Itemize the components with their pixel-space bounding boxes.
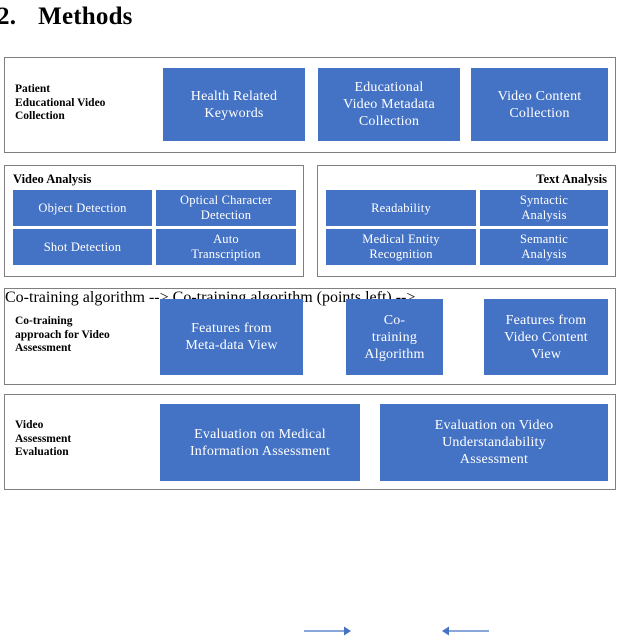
process-box-evaluation-on-video-understandability-assessment[interactable]: Evaluation on Video Understandability As… (380, 404, 608, 481)
panel-title-video-analysis: Video Analysis (13, 172, 92, 186)
process-box-object-detection[interactable]: Object Detection (13, 190, 152, 226)
process-box-semantic-analysis[interactable]: Semantic Analysis (480, 229, 608, 265)
panel-video-analysis: Video Analysis Object Detection Optical … (4, 165, 304, 277)
process-box-evaluation-on-medical-information-assessment[interactable]: Evaluation on Medical Information Assess… (160, 404, 360, 481)
section-title-text: Methods (38, 3, 133, 30)
process-box-syntactic-analysis[interactable]: Syntactic Analysis (480, 190, 608, 226)
arrow-metadata-to-algorithm (304, 626, 351, 636)
stage-label-video-assessment-evaluation: Video Assessment Evaluation (15, 419, 72, 458)
process-box-auto-transcription[interactable]: Auto Transcription (156, 229, 296, 265)
process-box-medical-entity-recognition[interactable]: Medical Entity Recognition (326, 229, 476, 265)
page-title: 2. Methods (0, 0, 300, 38)
panel-co-training-approach: Co-training approach for Video Assessmen… (4, 288, 616, 636)
stage-label-patient-educational-video-collection: Patient Educational Video Collection (15, 83, 106, 122)
process-box-educational-video-metadata-collection[interactable]: Educational Video Metadata Collection (318, 68, 460, 141)
process-box-co-training-algorithm[interactable]: Co- training Algorithm (346, 299, 443, 375)
process-box-health-related-keywords[interactable]: Health Related Keywords (163, 68, 305, 141)
arrow-video-content-to-algorithm (442, 626, 489, 636)
process-box-video-content-collection[interactable]: Video Content Collection (471, 68, 608, 141)
panel-text-analysis: Text Analysis Readability Syntactic Anal… (317, 165, 616, 277)
stage-label-co-training-approach: Co-training approach for Video Assessmen… (15, 315, 110, 354)
panel-patient-educational-video-collection: Patient Educational Video Collection Hea… (4, 57, 616, 153)
process-box-features-from-meta-data-view[interactable]: Features from Meta-data View (160, 299, 303, 375)
process-box-features-from-video-content-view[interactable]: Features from Video Content View (484, 299, 608, 375)
process-box-shot-detection[interactable]: Shot Detection (13, 229, 152, 265)
process-box-optical-character-detection[interactable]: Optical Character Detection (156, 190, 296, 226)
panel-title-text-analysis: Text Analysis (536, 172, 607, 186)
section-number: 2. (0, 3, 17, 30)
panel-video-assessment-evaluation: Video Assessment Evaluation Evaluation o… (4, 394, 616, 490)
process-box-readability[interactable]: Readability (326, 190, 476, 226)
